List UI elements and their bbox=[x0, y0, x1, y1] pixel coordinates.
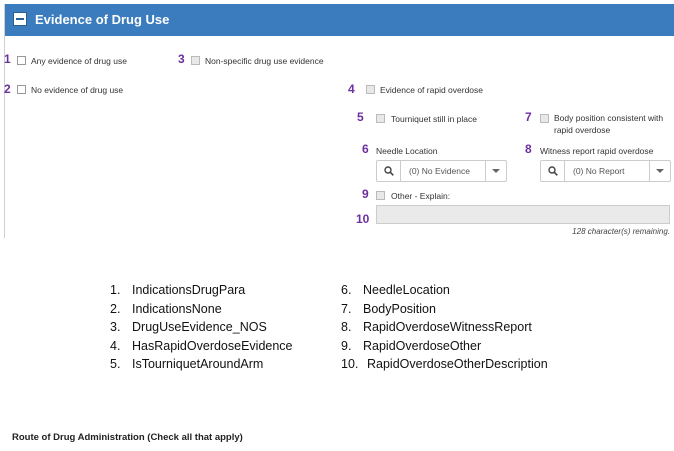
nonspecific-label: Non-specific drug use evidence bbox=[205, 56, 324, 66]
legend-item: 7.BodyPosition bbox=[341, 301, 436, 316]
witness-report-select[interactable]: (0) No Report bbox=[540, 160, 671, 182]
legend-item: 1.IndicationsDrugPara bbox=[110, 283, 246, 297]
marker-2: 2 bbox=[4, 82, 11, 96]
legend-column-right: 6.NeedleLocation 7.BodyPosition 8.RapidO… bbox=[341, 281, 548, 374]
collapse-icon[interactable] bbox=[13, 12, 27, 26]
needle-location-select[interactable]: (0) No Evidence bbox=[376, 160, 507, 182]
needle-location-label: Needle Location bbox=[376, 146, 438, 156]
body-position-checkbox[interactable] bbox=[540, 114, 549, 123]
marker-3: 3 bbox=[178, 52, 185, 66]
tourniquet-label: Tourniquet still in place bbox=[391, 114, 477, 124]
search-icon[interactable] bbox=[377, 161, 401, 181]
legend-column-left: 1.IndicationsDrugPara 2.IndicationsNone … bbox=[110, 281, 293, 374]
legend-item: 5.IsTourniquetAroundArm bbox=[110, 357, 264, 371]
legend-item: 8.RapidOverdoseWitnessReport bbox=[341, 320, 532, 334]
other-description-input[interactable] bbox=[376, 205, 670, 224]
evidence-panel: Evidence of Drug Use bbox=[4, 4, 674, 238]
marker-7: 7 bbox=[525, 110, 532, 124]
witness-report-label: Witness report rapid overdose bbox=[540, 146, 654, 156]
marker-9: 9 bbox=[362, 187, 369, 201]
marker-4: 4 bbox=[348, 82, 355, 96]
chevron-down-icon[interactable] bbox=[485, 161, 506, 181]
other-checkbox[interactable] bbox=[376, 191, 385, 200]
route-section-title: Route of Drug Administration (Check all … bbox=[12, 432, 243, 443]
marker-5: 5 bbox=[357, 110, 364, 124]
witness-report-value: (0) No Report bbox=[573, 166, 625, 176]
rapid-overdose-label: Evidence of rapid overdose bbox=[380, 85, 484, 95]
marker-6: 6 bbox=[362, 142, 369, 156]
legend-item: 2.IndicationsNone bbox=[110, 301, 222, 316]
section-title: Evidence of Drug Use bbox=[35, 12, 170, 27]
legend-item: 10.RapidOverdoseOtherDescription bbox=[341, 357, 548, 371]
nonspecific-checkbox[interactable] bbox=[191, 56, 200, 65]
legend-item: 9.RapidOverdoseOther bbox=[341, 338, 482, 353]
marker-10: 10 bbox=[356, 212, 370, 226]
search-icon[interactable] bbox=[541, 161, 565, 181]
legend-item: 4.HasRapidOverdoseEvidence bbox=[110, 338, 293, 353]
legend-item: 3.DrugUseEvidence_NOS bbox=[110, 320, 267, 334]
marker-1: 1 bbox=[4, 52, 11, 66]
needle-location-value: (0) No Evidence bbox=[409, 166, 470, 176]
tourniquet-checkbox[interactable] bbox=[376, 114, 385, 123]
body-position-label: Body position consistent with rapid over… bbox=[554, 113, 664, 135]
no-evidence-label: No evidence of drug use bbox=[31, 85, 124, 95]
rapid-overdose-checkbox[interactable] bbox=[366, 85, 375, 94]
legend-item: 6.NeedleLocation bbox=[341, 283, 450, 297]
section-header: Evidence of Drug Use bbox=[5, 4, 674, 36]
any-evidence-checkbox[interactable] bbox=[17, 56, 26, 65]
marker-8: 8 bbox=[525, 142, 532, 156]
no-evidence-checkbox[interactable] bbox=[17, 85, 26, 94]
any-evidence-label: Any evidence of drug use bbox=[31, 56, 127, 66]
characters-remaining: 128 character(s) remaining. bbox=[572, 227, 670, 236]
chevron-down-icon[interactable] bbox=[649, 161, 670, 181]
other-label: Other - Explain: bbox=[391, 191, 451, 201]
